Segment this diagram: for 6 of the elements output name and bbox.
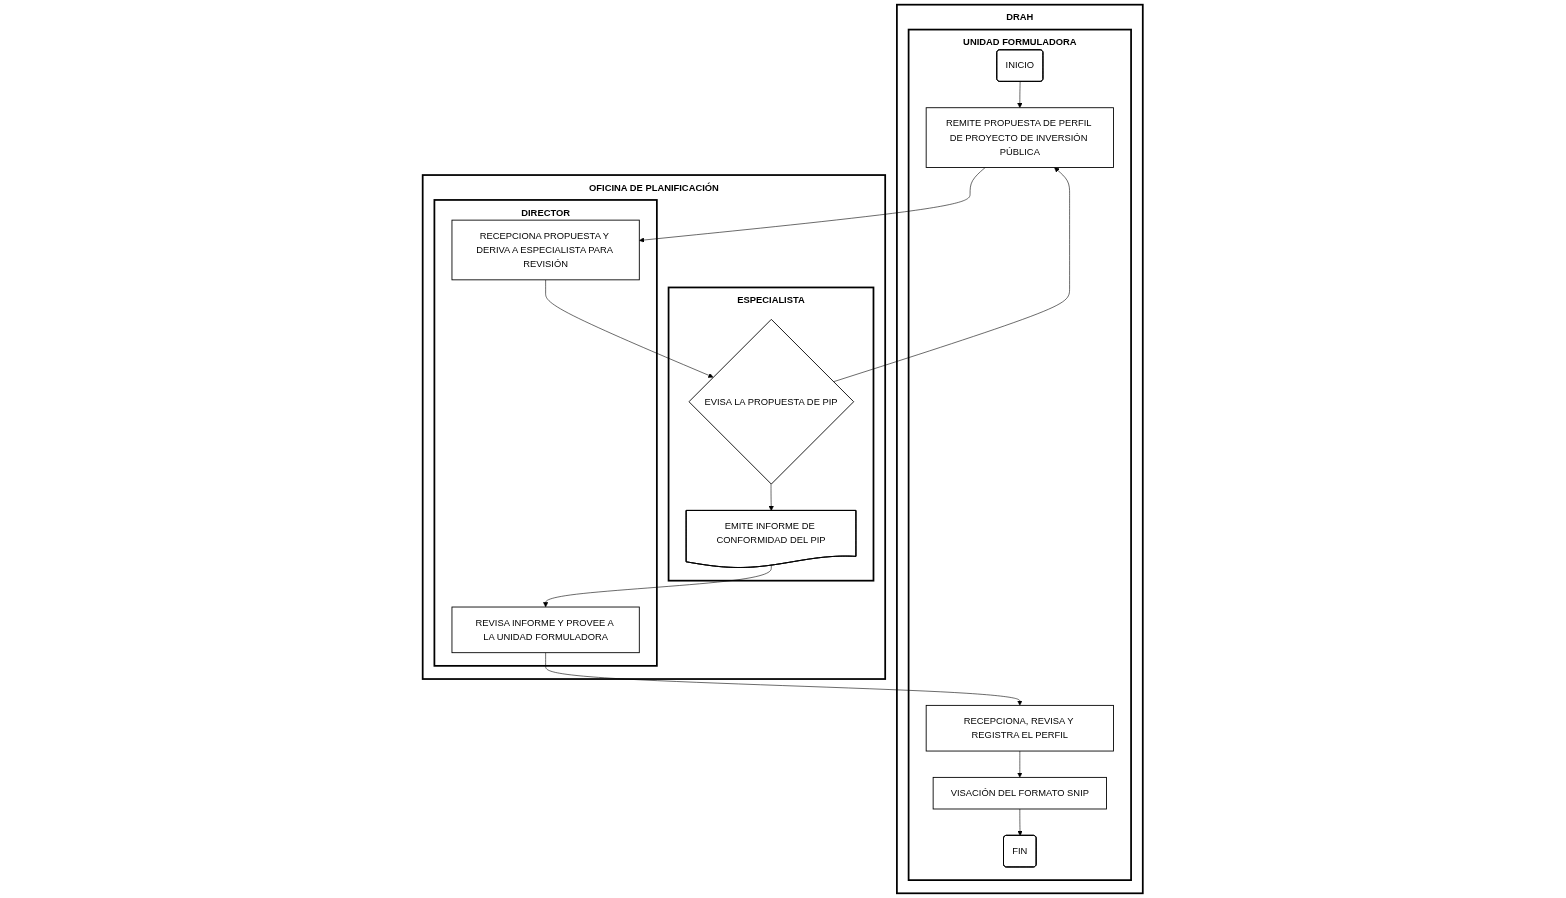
node-box: RECEPCIONA, REVISA Y REGISTRA EL PERFIL xyxy=(926,704,1115,752)
node-box: REVISA INFORME Y PROVEE A LA UNIDAD FORMULADORA xyxy=(451,606,640,654)
node-box: RECEPCIONA PROPUESTA Y DERIVA A ESPECIALISTA PARA REVISIÓN xyxy=(451,219,640,281)
node-box: VISACIÓN DEL FORMATO SNIP xyxy=(932,776,1108,810)
node-diamond: EVISA LA PROPUESTA DE PIP xyxy=(688,318,855,485)
node-box: REMITE PROPUESTA DE PERFIL DE PROYECTO DE INVERSIÓN PÚBLICA xyxy=(926,107,1115,168)
